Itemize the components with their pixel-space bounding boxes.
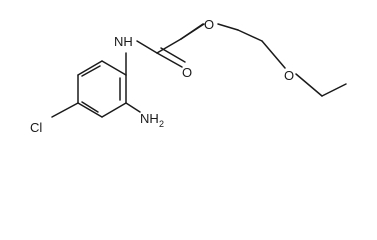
bond-ring-to-nh2 <box>125 102 141 113</box>
bond-ring-1 <box>101 60 127 76</box>
atom-label-ether-o1: O <box>204 17 214 32</box>
atom-label-chlorine: Cl <box>30 120 42 135</box>
bond-o2-to-ch2 <box>295 73 323 97</box>
atom-label-amine-subscript: 2 <box>159 119 164 129</box>
atom-label-amine: NH <box>140 111 159 126</box>
atom-label-carbonyl-o: O <box>182 65 192 80</box>
bond-ring-to-cl <box>51 102 79 118</box>
atom-label-ether-o2: O <box>284 68 294 83</box>
bond-ring-3 <box>101 102 127 118</box>
bond-ch2-to-o1-alt <box>180 23 205 40</box>
atom-label-nh: NH <box>114 34 133 49</box>
bond-carbonyl-to-ch2 <box>156 38 182 54</box>
bond-ring-double-3 <box>81 65 101 77</box>
structure-canvas: NH O O O Cl NH 2 <box>30 17 347 135</box>
molecule-structure: NH O O O Cl NH 2 <box>30 17 347 135</box>
bond-ethyl <box>321 83 347 97</box>
bond-ring-double-2 <box>81 101 99 113</box>
bond-ch2-to-o2 <box>261 40 286 69</box>
bond-nh-to-carbonyl <box>136 40 158 54</box>
bond-ring-4 <box>77 102 103 118</box>
bond-ch2-ch2 <box>237 29 263 42</box>
bond-carbonyl-c-o-double <box>160 47 186 63</box>
bond-ring-6 <box>77 60 103 76</box>
bond-o1-to-ch2 <box>217 23 239 31</box>
bond-carbonyl-c-o <box>156 52 183 68</box>
benzene-ring <box>77 60 127 118</box>
